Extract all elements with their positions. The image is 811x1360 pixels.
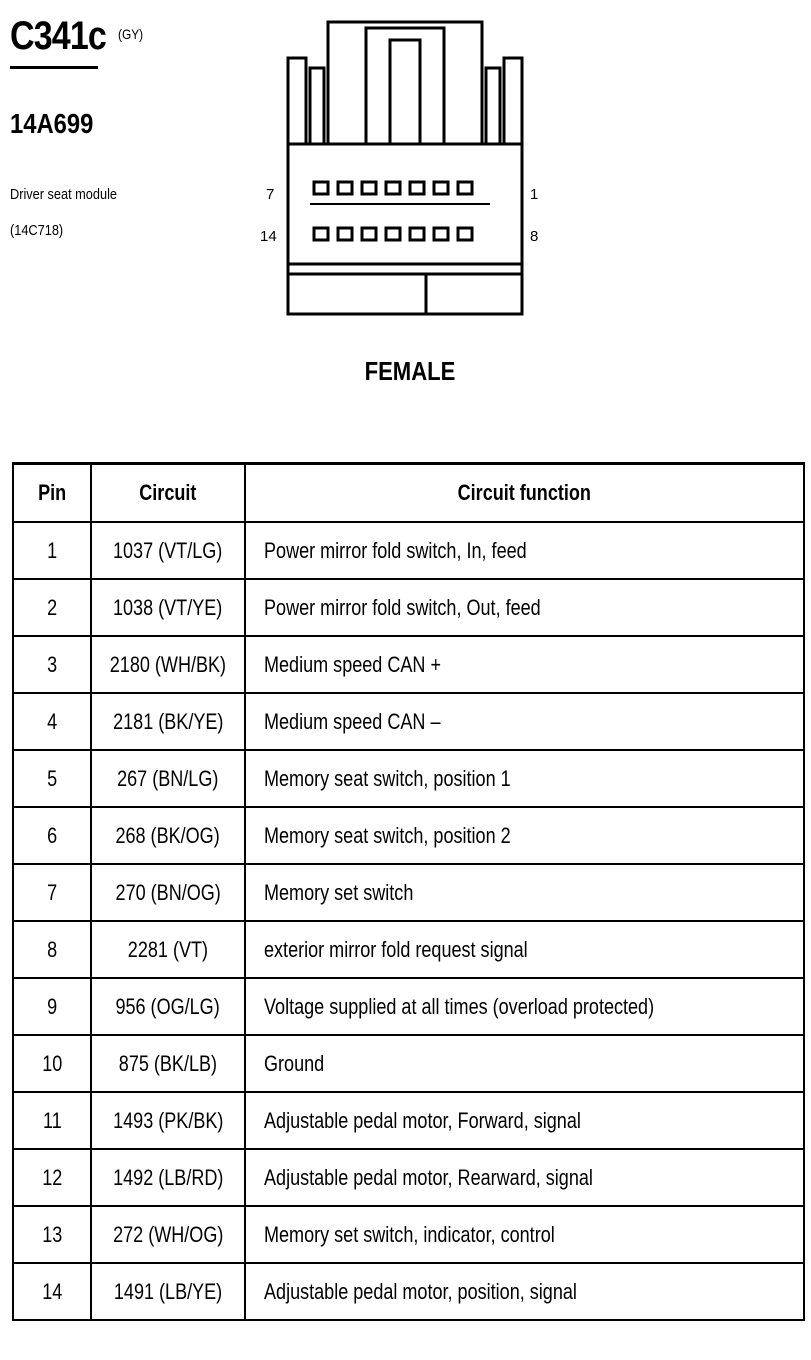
pin-cell: 13 — [12, 1205, 92, 1264]
pin-cell: 10 — [12, 1034, 92, 1093]
circuit-function-cell: Memory seat switch, position 1 — [244, 749, 805, 808]
circuit-function-cell: Adjustable pedal motor, Forward, signal — [244, 1091, 805, 1150]
circuit-function-cell: Memory set switch, indicator, control — [244, 1205, 805, 1264]
circuit-cell: 1037 (VT/LG) — [90, 521, 246, 580]
pin-label-bottom-right: 8 — [530, 228, 539, 245]
circuit-cell: 956 (OG/LG) — [90, 977, 246, 1036]
connector-color-code: (GY) — [118, 26, 144, 42]
pin-label-top-left: 7 — [266, 186, 275, 203]
circuit-cell: 1492 (LB/RD) — [90, 1148, 246, 1207]
circuit-cell: 2181 (BK/YE) — [90, 692, 246, 751]
circuit-function-cell: Medium speed CAN – — [244, 692, 805, 751]
circuit-function-cell: Memory set switch — [244, 863, 805, 922]
pin-cell: 5 — [12, 749, 92, 808]
pin-cell: 9 — [12, 977, 92, 1036]
circuit-function-cell: Adjustable pedal motor, position, signal — [244, 1262, 805, 1321]
pin-cell: 2 — [12, 578, 92, 637]
pin-cell: 3 — [12, 635, 92, 694]
circuit-function-cell: Ground — [244, 1034, 805, 1093]
cavity-row-bottom — [312, 226, 474, 242]
cavity-row-top — [310, 180, 490, 205]
component-description: Driver seat module — [10, 186, 118, 203]
circuit-cell: 1493 (PK/BK) — [90, 1091, 246, 1150]
component-part-number: (14C718) — [10, 222, 64, 239]
pin-cell: 11 — [12, 1091, 92, 1150]
circuit-cell: 2180 (WH/BK) — [90, 635, 246, 694]
circuit-function-cell: Adjustable pedal motor, Rearward, signal — [244, 1148, 805, 1207]
header-circuit: Circuit — [90, 462, 246, 523]
connector-code: C341c — [10, 14, 107, 58]
pin-label-bottom-left: 14 — [260, 228, 277, 245]
circuit-cell: 1038 (VT/YE) — [90, 578, 246, 637]
pin-cell: 12 — [12, 1148, 92, 1207]
pin-cell: 4 — [12, 692, 92, 751]
pin-cell: 6 — [12, 806, 92, 865]
circuit-cell: 1491 (LB/YE) — [90, 1262, 246, 1321]
circuit-function-cell: Medium speed CAN + — [244, 635, 805, 694]
title-underline — [10, 66, 98, 69]
circuit-function-cell: Power mirror fold switch, Out, feed — [244, 578, 805, 637]
connector-face-diagram — [286, 20, 524, 316]
circuit-cell: 2281 (VT) — [90, 920, 246, 979]
pin-cell: 8 — [12, 920, 92, 979]
header-pin: Pin — [12, 462, 92, 523]
circuit-cell: 267 (BN/LG) — [90, 749, 246, 808]
circuit-function-cell: Voltage supplied at all times (overload … — [244, 977, 805, 1036]
connector-gender: FEMALE — [364, 356, 456, 386]
circuit-function-cell: exterior mirror fold request signal — [244, 920, 805, 979]
circuit-function-cell: Memory seat switch, position 2 — [244, 806, 805, 865]
table-header-row: Pin Circuit Circuit function — [12, 462, 805, 523]
circuit-cell: 272 (WH/OG) — [90, 1205, 246, 1264]
circuit-cell: 270 (BN/OG) — [90, 863, 246, 922]
header-circuit-function: Circuit function — [244, 462, 805, 523]
circuit-function-cell: Power mirror fold switch, In, feed — [244, 521, 805, 580]
circuit-cell: 875 (BK/LB) — [90, 1034, 246, 1093]
pin-cell: 1 — [12, 521, 92, 580]
part-number: 14A699 — [10, 108, 94, 139]
pin-cell: 14 — [12, 1262, 92, 1321]
pin-cell: 7 — [12, 863, 92, 922]
pin-label-top-right: 1 — [530, 186, 539, 203]
circuit-cell: 268 (BK/OG) — [90, 806, 246, 865]
